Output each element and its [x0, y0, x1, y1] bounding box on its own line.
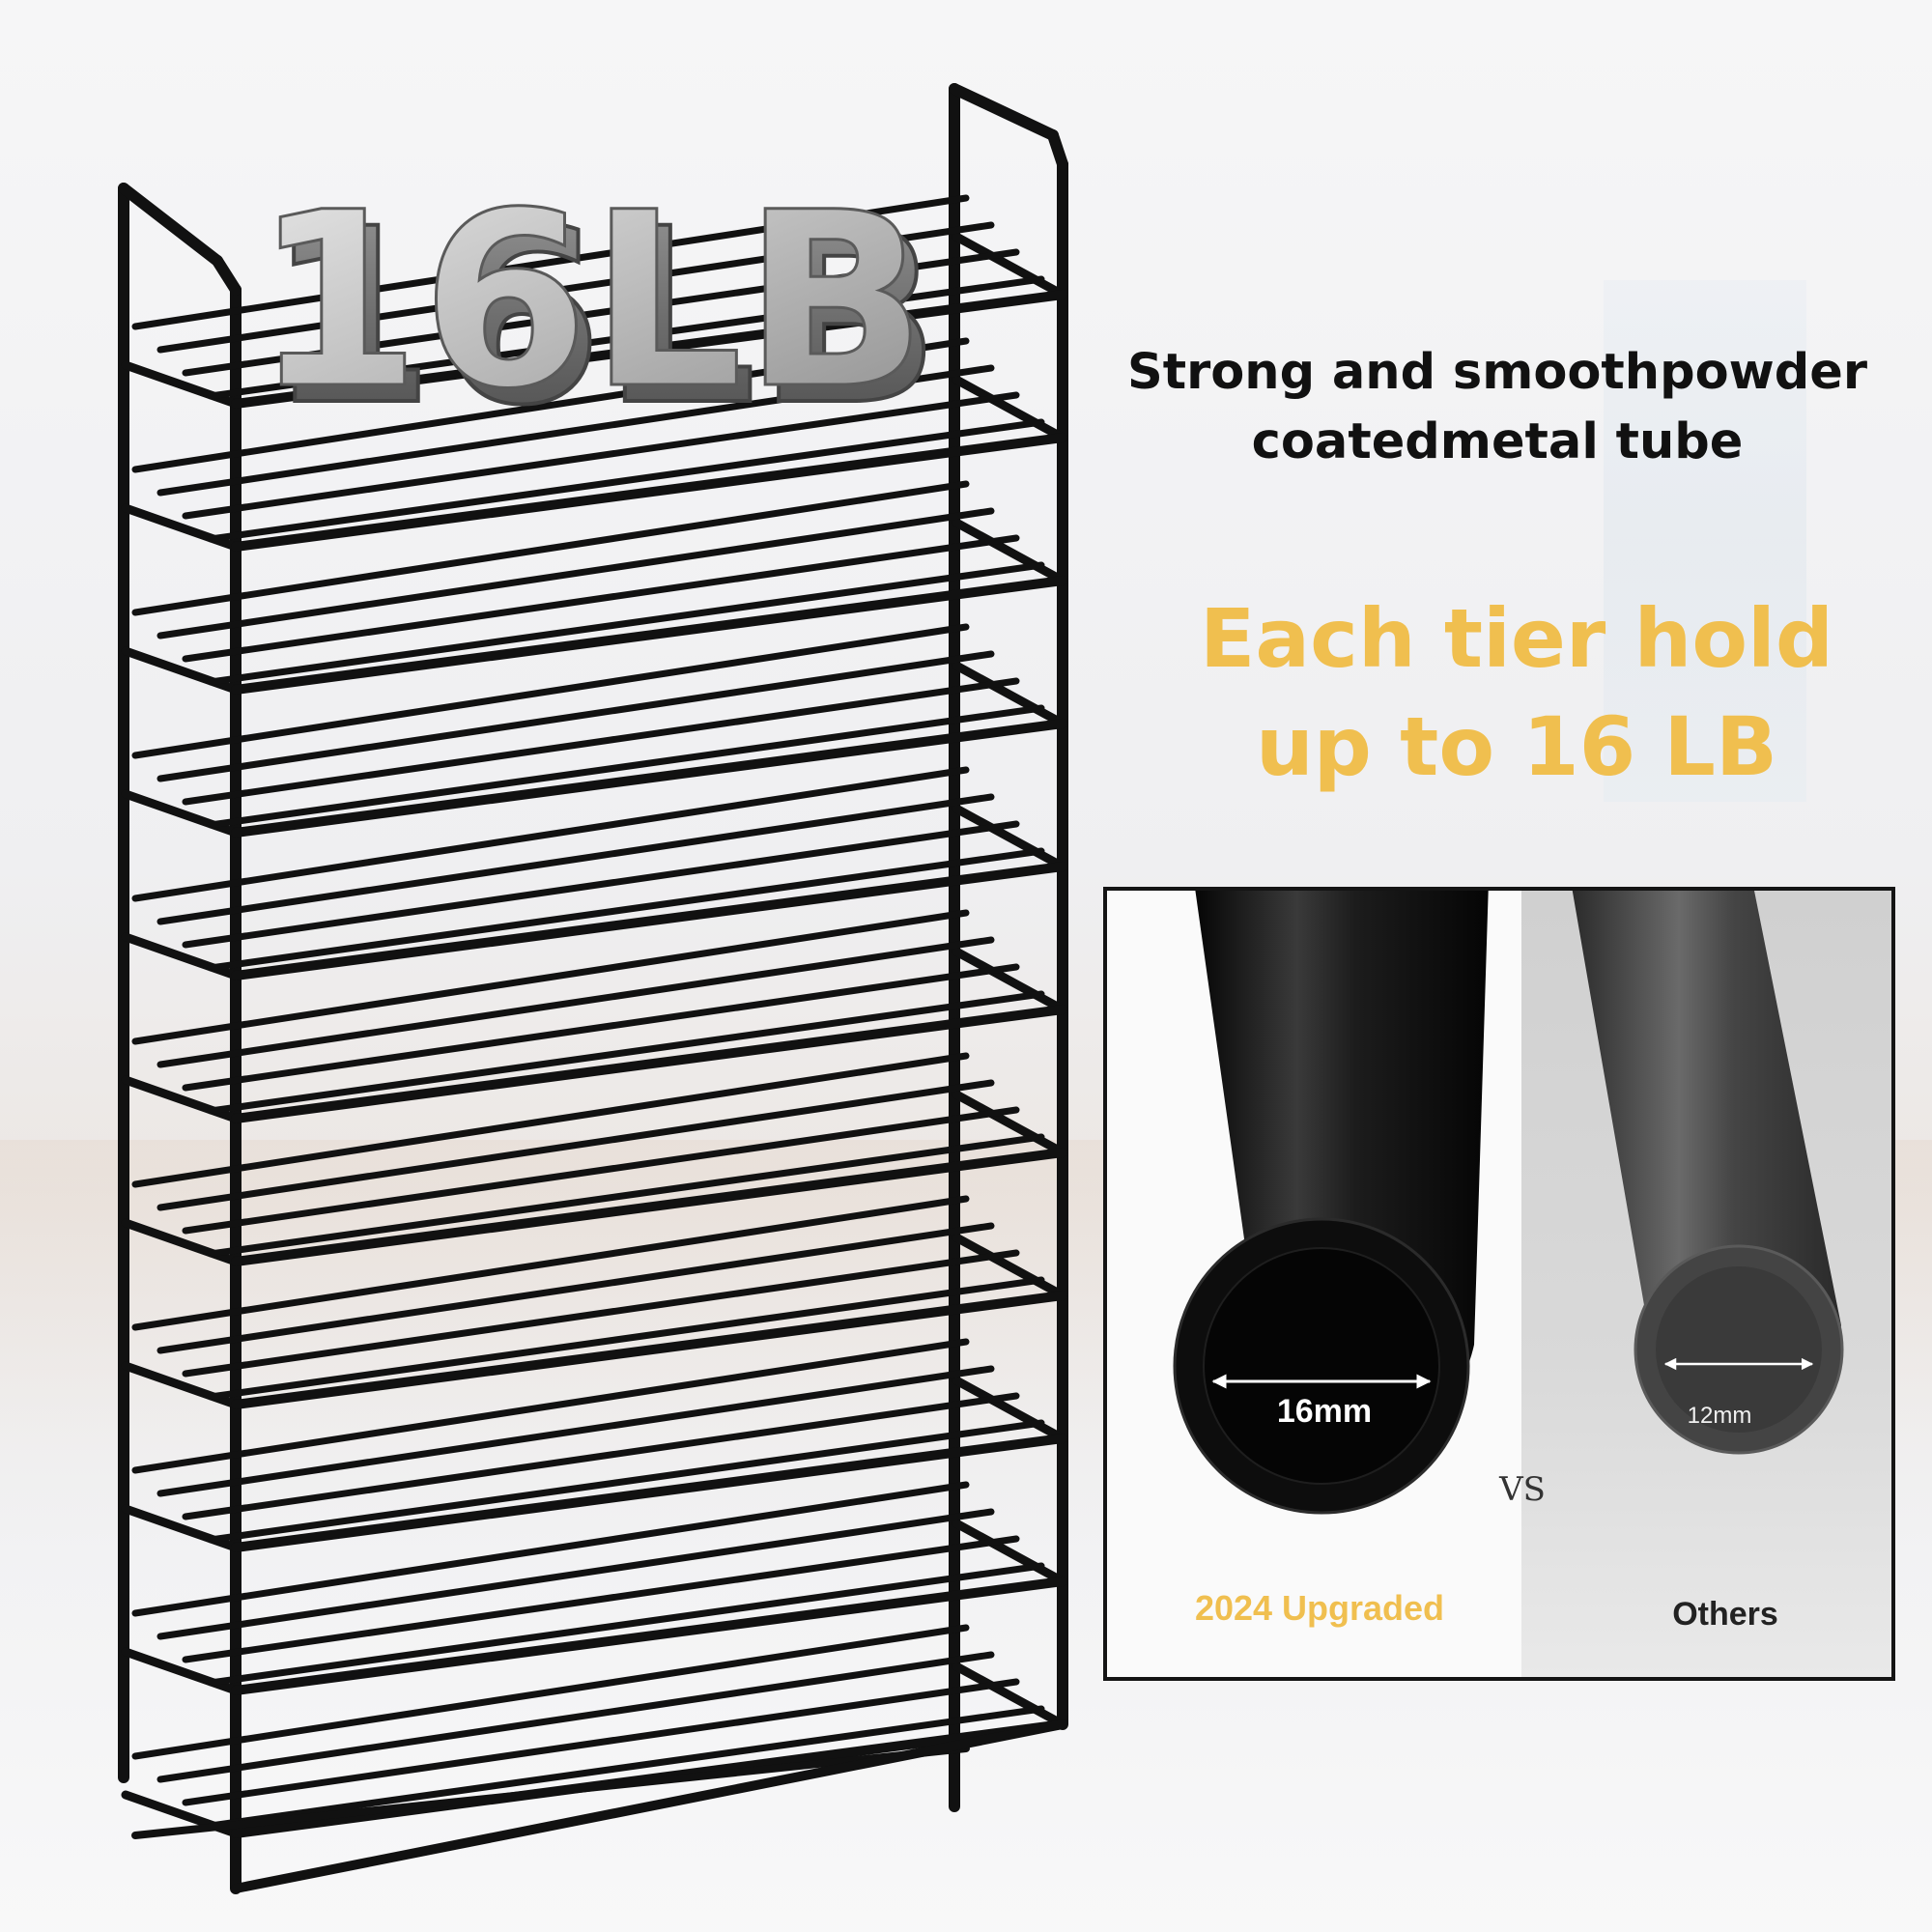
rack-tier-front-rail — [231, 433, 1067, 552]
rack-tier-side-right — [952, 1233, 1067, 1300]
rack-tier-rail — [207, 704, 1045, 829]
rack-tier-rail — [156, 793, 995, 925]
rack-tier-rail — [182, 1678, 1020, 1806]
rack-tier-side-right — [952, 947, 1067, 1014]
rack-tier-rail — [131, 623, 970, 759]
rack-tier-front-rail — [231, 862, 1067, 980]
headline: Strong and smoothpowder coatedmetal tube — [1092, 338, 1903, 477]
rack-tier-side-right — [952, 661, 1067, 728]
rack-tier-rail — [131, 1624, 970, 1760]
shoe-rack-illustration: 16LB 16LB — [118, 83, 1068, 1894]
rack-bottom-front-rail — [231, 1719, 1067, 1893]
rack-handle-right — [949, 83, 1059, 141]
rack-tier-rail — [156, 507, 995, 639]
rack-tier-rail — [182, 391, 1020, 520]
weight-badge-text-shadow: 16LB — [267, 177, 941, 458]
rack-tier-rail — [207, 418, 1045, 543]
rack-tier-rail — [131, 194, 970, 330]
rack-tier-front-rail — [231, 1434, 1067, 1552]
rack-tier-rail — [207, 847, 1045, 972]
others-diameter-label: 12mm — [1687, 1403, 1752, 1429]
rack-tier-rail — [131, 1052, 970, 1188]
rack-handle-right-corner — [1047, 129, 1068, 170]
rack-tier-rail — [156, 1508, 995, 1640]
upgraded-caption: 2024 Upgraded — [1194, 1588, 1445, 1628]
rack-tier-rail — [131, 1481, 970, 1617]
rack-tier-front-rail — [231, 1148, 1067, 1266]
background-window — [1604, 280, 1806, 802]
rack-tier-rail — [207, 1276, 1045, 1401]
rack-tier-rail — [131, 909, 970, 1045]
rack-tier-rail — [182, 534, 1020, 663]
rack-tier-side-right — [952, 1376, 1067, 1443]
rack-tier-front-rail — [231, 719, 1067, 838]
rack-tier-front-rail — [231, 1005, 1067, 1123]
rack-tier-rail — [131, 337, 970, 473]
highlight-line-2: up to 16 LB — [1256, 699, 1777, 794]
rack-tier-side-right — [952, 232, 1067, 299]
rack-bottom-back-rail — [131, 1745, 970, 1839]
rack-handle-left-corner — [212, 255, 242, 296]
rack-tier-rail — [182, 820, 1020, 949]
rack-tier-side-right — [952, 1662, 1067, 1729]
rack-tier-rail — [131, 1195, 970, 1331]
rack-tier-rail — [156, 1222, 995, 1354]
tube-comparison-panel: 16mm 12mm VS 2024 Upgraded Others — [1103, 887, 1895, 1681]
highlight-line-1: Each tier hold — [1200, 591, 1833, 686]
rack-tier-side-right — [952, 804, 1067, 871]
rack-tier-rail — [156, 1651, 995, 1783]
vs-label: VS — [1499, 1470, 1546, 1509]
rack-tier-rail — [207, 1419, 1045, 1544]
rack-tier-rail — [156, 1365, 995, 1497]
rack-tier-side-right — [952, 518, 1067, 585]
rack-tier-rail — [156, 936, 995, 1068]
rack-tier-front-rail — [231, 1577, 1067, 1695]
rack-tier-rail — [207, 561, 1045, 686]
rack-tier-rail — [156, 650, 995, 782]
rack-tier-rail — [182, 248, 1020, 377]
weight-badge-text: 16LB — [253, 160, 927, 441]
rack-tier-rail — [131, 766, 970, 902]
load-capacity-highlight: Each tier hold up to 16 LB — [1140, 584, 1893, 801]
rack-tier-rail — [182, 1392, 1020, 1520]
rack-handle-left — [118, 183, 223, 267]
rack-tier-rail — [131, 1338, 970, 1474]
rack-tier-side-right — [952, 1090, 1067, 1157]
upgraded-diameter-label: 16mm — [1276, 1393, 1373, 1430]
headline-line-2: coatedmetal tube — [1251, 413, 1744, 470]
rack-tier-front-rail — [231, 1291, 1067, 1409]
rack-tier-rail — [156, 364, 995, 497]
rack-tier-rail — [156, 1079, 995, 1211]
rack-tier-rail — [182, 1249, 1020, 1378]
rack-tier-rail — [207, 1133, 1045, 1258]
rack-tier-rail — [156, 221, 995, 354]
rack-tier-rail — [207, 275, 1045, 400]
rack-tier-side-right — [952, 375, 1067, 442]
rack-tier-rail — [207, 990, 1045, 1115]
weight-badge: 16LB 16LB — [252, 159, 943, 461]
rack-tier-rail — [207, 1705, 1045, 1830]
tube-comparison-graphic — [1173, 891, 1844, 1515]
rack-tier-rail — [182, 1106, 1020, 1235]
rack-tier-rail — [182, 1535, 1020, 1663]
rack-tier-rail — [182, 963, 1020, 1092]
rack-frame — [118, 83, 1068, 1894]
rack-tier-rail — [131, 480, 970, 616]
rack-tier-rail — [207, 1562, 1045, 1687]
rack-tier-front-rail — [231, 576, 1067, 695]
headline-line-1: Strong and smoothpowder — [1126, 344, 1868, 401]
rack-tier-rail — [182, 677, 1020, 806]
rack-tier-side-right — [952, 1519, 1067, 1586]
rack-tier-front-rail — [231, 290, 1067, 409]
others-caption: Others — [1672, 1596, 1778, 1633]
